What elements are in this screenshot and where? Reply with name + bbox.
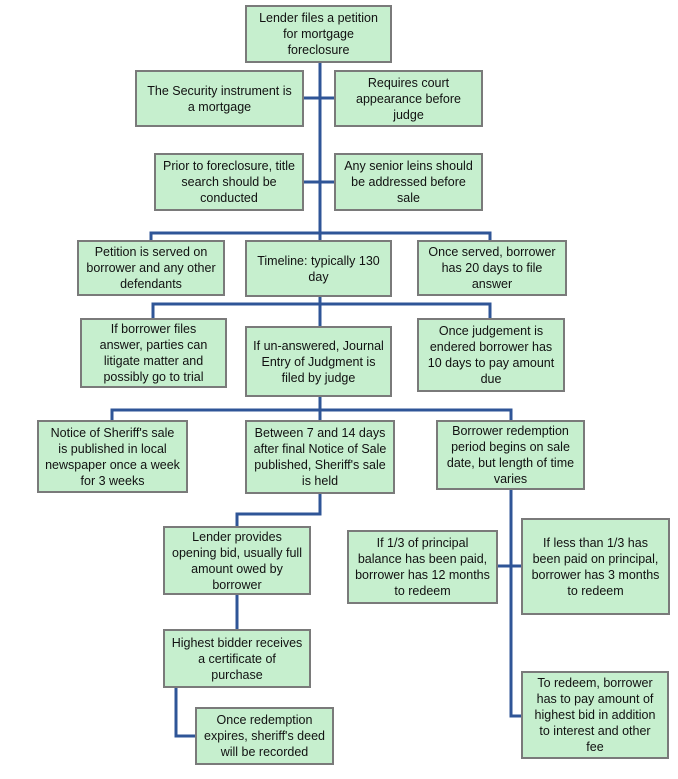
node-sheriff-sale-notice: Notice of Sheriff's sale is published in… bbox=[37, 420, 188, 493]
node-journal-entry: If un-answered, Journal Entry of Judgmen… bbox=[245, 326, 392, 397]
node-title-search: Prior to foreclosure, title search shoul… bbox=[154, 153, 304, 211]
node-borrower-files-answer: If borrower files answer, parties can li… bbox=[80, 318, 227, 388]
node-certificate-of-purchase: Highest bidder receives a certificate of… bbox=[163, 629, 311, 688]
node-to-redeem: To redeem, borrower has to pay amount of… bbox=[521, 671, 669, 759]
node-security-instrument: The Security instrument is a mortgage bbox=[135, 70, 304, 127]
node-senior-leins: Any senior leins should be addressed bef… bbox=[334, 153, 483, 211]
node-sheriff-sale-held: Between 7 and 14 days after final Notice… bbox=[245, 420, 395, 494]
node-court-appearance: Requires court appearance before judge bbox=[334, 70, 483, 127]
node-opening-bid: Lender provides opening bid, usually ful… bbox=[163, 526, 311, 595]
node-one-third-paid: If 1/3 of principal balance has been pai… bbox=[347, 530, 498, 604]
node-judgement-endered: Once judgement is endered borrower has 1… bbox=[417, 318, 565, 392]
node-lender-files-petition: Lender files a petition for mortgage for… bbox=[245, 5, 392, 63]
node-sheriffs-deed: Once redemption expires, sheriff's deed … bbox=[195, 707, 334, 765]
node-timeline: Timeline: typically 130 day bbox=[245, 240, 392, 297]
node-redemption-period: Borrower redemption period begins on sal… bbox=[436, 420, 585, 490]
node-petition-served: Petition is served on borrower and any o… bbox=[77, 240, 225, 296]
node-less-than-one-third: If less than 1/3 has been paid on princi… bbox=[521, 518, 670, 615]
node-once-served: Once served, borrower has 20 days to fil… bbox=[417, 240, 567, 296]
